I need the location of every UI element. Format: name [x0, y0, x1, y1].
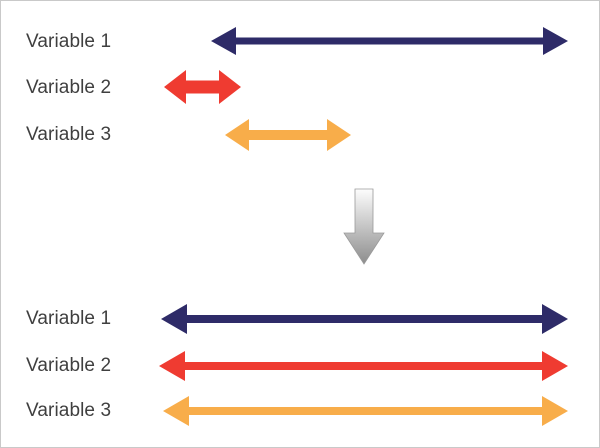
- bottom-arrow-variable-1: [161, 304, 568, 334]
- top-arrow-variable-1: [211, 27, 568, 55]
- bottom-arrow-variable-2: [159, 351, 568, 381]
- top-row-label-variable-1: Variable 1: [26, 31, 112, 52]
- bottom-row-label-variable-3: Variable 3: [26, 400, 112, 421]
- top-arrow-variable-3: [225, 119, 351, 151]
- bottom-arrow-variable-3: [163, 396, 568, 426]
- bottom-row-label-variable-2: Variable 2: [26, 355, 112, 376]
- top-arrow-variable-2: [164, 70, 241, 104]
- top-row-label-variable-2: Variable 2: [26, 77, 112, 98]
- bottom-row-label-variable-1: Variable 1: [26, 308, 112, 329]
- down-arrow-icon: [343, 188, 385, 265]
- top-row-label-variable-3: Variable 3: [26, 124, 112, 145]
